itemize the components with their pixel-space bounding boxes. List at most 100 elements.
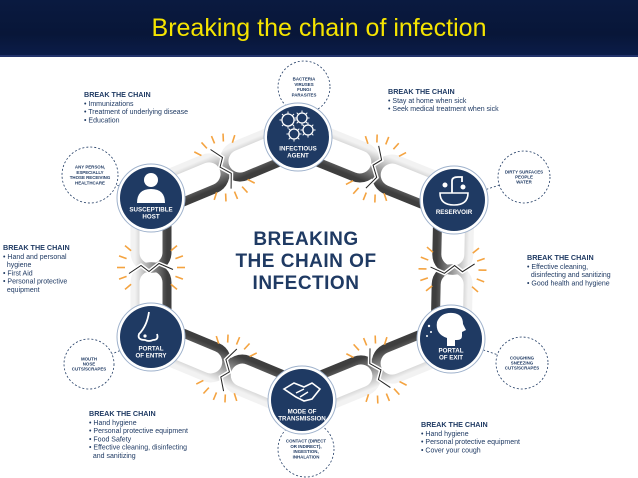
break-block-item: • Hand and personal	[3, 254, 67, 261]
node-label: PORTAL	[439, 348, 464, 355]
break-block-item: • Education	[84, 117, 120, 124]
break-block-mid-right: BREAK THE CHAIN • Effective cleaning, dis…	[527, 253, 611, 287]
example-text: ESPECIALLY	[76, 170, 103, 175]
node-label: PORTAL	[139, 346, 164, 353]
node-label: OF ENTRY	[135, 353, 167, 360]
break-block-item: • Cover your cough	[421, 447, 481, 454]
example-text: INHALATION	[293, 454, 320, 459]
example-text: ANY PERSON,	[75, 165, 105, 170]
break-block-title: BREAK THE CHAIN	[84, 90, 151, 99]
center-title-line: BREAKING	[253, 229, 358, 250]
example-text: VIRUSES	[294, 82, 313, 87]
node-label: TRANSMISSION	[278, 416, 326, 423]
break-block-item: • Effective cleaning, disinfecting	[89, 445, 187, 452]
example-text: WATER	[516, 180, 532, 185]
example-text: INGESTION,	[293, 449, 318, 454]
example-text: PARASITES	[292, 92, 317, 97]
sneezing-head-icon	[426, 312, 466, 346]
break-block-mid-left: BREAK THE CHAIN • Hand and personal hygie…	[3, 243, 70, 294]
break-block-bottom-left: BREAK THE CHAIN • Hand hygiene• Personal …	[89, 409, 188, 460]
example-text: COUGHING	[510, 355, 535, 360]
node-label: HOST	[142, 214, 159, 221]
title-bar: Breaking the chain of infection	[0, 0, 638, 57]
break-block-item: • Treatment of underlying disease	[84, 109, 188, 116]
example-text: NOSE	[83, 362, 96, 367]
example-text: CONTACT (DIRECT	[286, 439, 326, 444]
break-block-item: • Good health and hygiene	[527, 280, 610, 287]
example-text: SNEEZING	[511, 361, 534, 366]
break-block-item: • Food Safety	[89, 436, 132, 443]
spark-icon	[195, 334, 258, 403]
break-block-title: BREAK THE CHAIN	[89, 409, 156, 418]
break-block-title: BREAK THE CHAIN	[388, 87, 455, 96]
node-label: RESERVOIR	[436, 209, 473, 216]
center-title-line: INFECTION	[253, 273, 360, 294]
virus-icon	[279, 110, 316, 142]
spark-icon	[193, 133, 256, 202]
break-block-top-left: BREAK THE CHAIN • Immunizations• Treatmen…	[84, 90, 188, 124]
break-block-item: • Immunizations	[84, 101, 134, 108]
break-block-item: • Hand hygiene	[421, 431, 469, 438]
example-text: CUTS/SCRAPES	[72, 367, 106, 372]
node-reservoir: RESERVOIR	[419, 165, 489, 235]
break-block-item: • Hand hygiene	[89, 420, 137, 427]
person-icon	[137, 173, 165, 203]
sink-icon	[439, 176, 469, 206]
break-block-title: BREAK THE CHAIN	[3, 243, 70, 252]
break-block-item: • Stay at home when sick	[388, 98, 467, 105]
nose-icon	[137, 311, 159, 342]
break-block-top-right: BREAK THE CHAIN • Stay at home when sick•…	[388, 87, 499, 113]
node-label: OF EXIT	[439, 355, 463, 362]
spark-icon	[346, 335, 407, 404]
node-label: SUSCEPTIBLE	[129, 207, 172, 214]
break-block-item: hygiene	[3, 262, 32, 269]
break-block-item: • Personal protective	[3, 279, 67, 286]
break-block-title: BREAK THE CHAIN	[421, 420, 488, 429]
break-block-item: disinfecting and sanitizing	[527, 272, 611, 279]
break-block-item: equipment	[3, 287, 40, 294]
break-block-item: • Effective cleaning,	[527, 264, 588, 271]
break-block-bottom-right: BREAK THE CHAIN• Hand hygiene• Personal …	[421, 420, 520, 454]
break-block-item: • Personal protective equipment	[89, 428, 188, 435]
example-text: PEOPLE	[515, 175, 533, 180]
node-label: AGENT	[287, 153, 309, 160]
break-block-item: • Seek medical treatment when sick	[388, 106, 499, 113]
node-label: INFECTIOUS	[279, 146, 316, 153]
center-title-line: THE CHAIN OF	[235, 251, 376, 272]
spark-icon	[418, 246, 487, 293]
break-sparks	[117, 133, 487, 404]
node-label: MODE OF	[288, 409, 317, 416]
break-the-chain-blocks: BREAK THE CHAIN • Immunizations• Treatmen…	[3, 87, 611, 460]
break-block-item: and sanitizing	[89, 453, 136, 460]
spark-icon	[117, 244, 185, 291]
example-text: OR INDIRECT),	[290, 444, 321, 449]
example-text: DIRTY SURFACES	[505, 169, 543, 174]
handshake-icon	[282, 382, 322, 402]
example-text: MOUTH	[81, 356, 97, 361]
slide-title: Breaking the chain of infection	[151, 14, 487, 42]
example-text: HEALTHCARE	[75, 180, 105, 185]
title-underline	[0, 55, 638, 57]
example-text: THOSE RECEIVING	[70, 175, 111, 180]
example-text: CUTS/SCRAPES	[505, 366, 539, 371]
break-block-title: BREAK THE CHAIN	[527, 253, 594, 262]
break-block-item: • First Aid	[3, 270, 33, 277]
example-text: BACTERIA	[293, 77, 317, 82]
spark-icon	[345, 134, 407, 203]
